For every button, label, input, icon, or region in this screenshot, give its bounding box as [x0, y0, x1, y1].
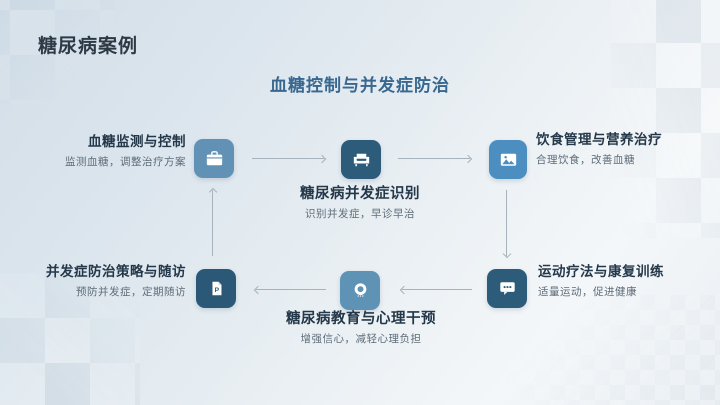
briefcase-icon	[206, 151, 222, 166]
mosaic-decoration-top-right	[611, 0, 720, 238]
node-title: 糖尿病并发症识别	[300, 186, 420, 202]
image-icon	[500, 153, 516, 166]
page-title: 糖尿病案例	[38, 36, 139, 57]
flow-node-exercise-therapy: 运动疗法与康复训练 适量运动，促进健康	[538, 264, 713, 299]
node-subtitle: 识别并发症，早诊早治	[305, 208, 415, 220]
complication-identify-icon-tile	[341, 140, 381, 179]
node-title: 糖尿病教育与心理干预	[286, 311, 436, 327]
ring-icon	[354, 283, 366, 297]
node-subtitle: 合理饮食，改善血糖	[536, 154, 635, 166]
exercise-therapy-icon-tile	[487, 269, 527, 308]
node-title: 饮食管理与营养治疗	[536, 132, 662, 147]
glucose-monitoring-icon-tile	[194, 139, 234, 178]
node-title: 运动疗法与康复训练	[538, 264, 664, 279]
prevention-followup-icon-tile: P	[196, 269, 236, 308]
node-subtitle: 预防并发症，定期随访	[76, 286, 186, 298]
education-psychology-icon-tile	[340, 271, 380, 310]
svg-text:P: P	[214, 287, 219, 294]
armchair-icon	[353, 153, 369, 167]
flow-node-diet-management: 饮食管理与营养治疗 合理饮食，改善血糖	[536, 132, 711, 167]
arrow-followup-to-monitoring	[212, 190, 213, 256]
arrow-education-to-followup	[256, 289, 326, 290]
node-title: 血糖监测与控制	[88, 134, 186, 149]
node-subtitle: 监测血糖，调整治疗方案	[65, 156, 186, 168]
node-subtitle: 适量运动，促进健康	[538, 286, 637, 298]
flow-node-glucose-monitoring: 血糖监测与控制 监测血糖，调整治疗方案	[10, 134, 186, 169]
arrow-diet-to-exercise	[506, 190, 507, 256]
node-subtitle: 增强信心，减轻心理负担	[300, 333, 422, 345]
arrow-exercise-to-education	[402, 289, 472, 290]
file-p-icon: P	[211, 281, 221, 296]
flow-node-complication-identify: 糖尿病并发症识别 识别并发症，早诊早治	[258, 186, 462, 221]
arrow-identify-to-diet	[398, 158, 470, 159]
arrow-monitoring-to-identify	[252, 158, 324, 159]
slide-heading: 血糖控制与并发症防治	[270, 76, 450, 95]
chat-ellipsis-icon	[499, 282, 515, 295]
flow-node-prevention-followup: 并发症防治策略与随访 预防并发症，定期随访	[10, 264, 186, 299]
flow-node-education-psychology: 糖尿病教育与心理干预 增强信心，减轻心理负担	[255, 311, 467, 346]
diet-management-icon-tile	[489, 140, 527, 179]
node-title: 并发症防治策略与随访	[46, 264, 186, 279]
mosaic-decoration-bottom-right	[505, 295, 720, 405]
